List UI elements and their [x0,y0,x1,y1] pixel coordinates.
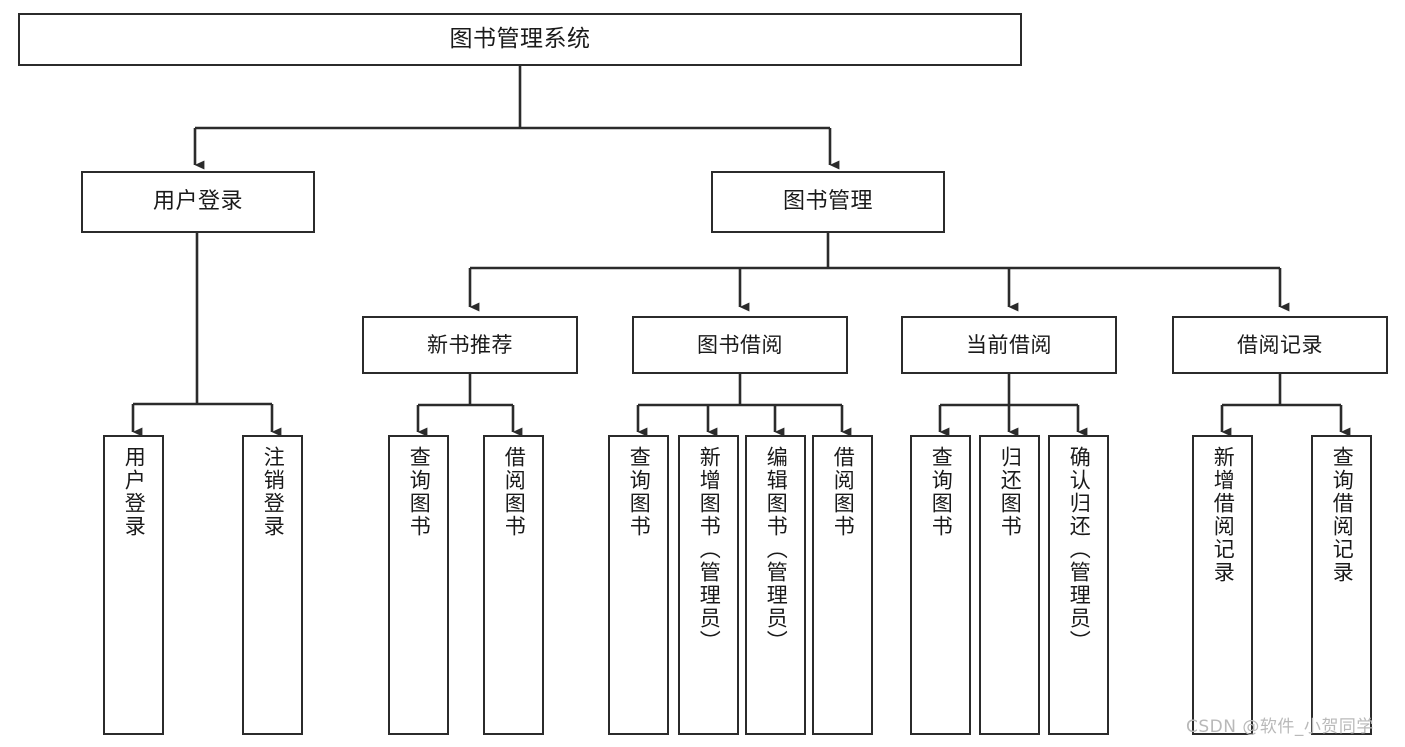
leaf-bb-borrow-books[interactable]: 借阅图书 [812,435,873,735]
leaf-br-query-record[interactable]: 查询借阅记录 [1311,435,1372,735]
node-label: 借阅记录 [1237,332,1323,357]
node-label: 注销登录 [261,446,286,538]
leaf-bb-add-book-admin[interactable]: 新增图书（管理员） [678,435,739,735]
leaf-cb-query-books[interactable]: 查询图书 [910,435,971,735]
node-new-book-recommendation[interactable]: 新书推荐 [362,316,578,374]
node-label: 图书借阅 [697,332,783,357]
node-label: 图书管理系统 [449,25,591,52]
leaf-nb-borrow-books[interactable]: 借阅图书 [483,435,544,735]
node-label: 用户登录 [152,189,243,215]
node-label: 归还图书 [998,446,1023,538]
node-book-management[interactable]: 图书管理 [711,171,945,233]
node-label: 查询图书 [627,446,652,538]
node-label: 查询图书 [929,446,954,538]
leaf-user-login[interactable]: 用户登录 [103,435,164,735]
leaf-bb-query-books[interactable]: 查询图书 [608,435,669,735]
node-root-book-management-system[interactable]: 图书管理系统 [18,13,1022,66]
node-borrowing-record[interactable]: 借阅记录 [1172,316,1388,374]
node-label: 新书推荐 [427,332,513,357]
leaf-logout[interactable]: 注销登录 [242,435,303,735]
leaf-bb-edit-book-admin[interactable]: 编辑图书（管理员） [745,435,806,735]
node-label: 确认归还（管理员） [1067,446,1092,653]
node-label: 当前借阅 [966,332,1052,357]
node-label: 图书管理 [782,189,873,215]
node-user-login[interactable]: 用户登录 [81,171,315,233]
node-label: 新增图书（管理员） [697,446,722,653]
leaf-cb-return-books[interactable]: 归还图书 [979,435,1040,735]
csdn-watermark: CSDN @软件_小贺同学 [1186,717,1374,737]
leaf-nb-query-books[interactable]: 查询图书 [388,435,449,735]
node-label: 编辑图书（管理员） [764,446,789,653]
node-label: 用户登录 [122,446,147,538]
node-current-borrowing[interactable]: 当前借阅 [901,316,1117,374]
node-label: 查询图书 [407,446,432,538]
leaf-cb-confirm-return-admin[interactable]: 确认归还（管理员） [1048,435,1109,735]
node-label: 新增借阅记录 [1211,446,1236,584]
node-label: 查询借阅记录 [1330,446,1355,584]
node-label: 借阅图书 [502,446,527,538]
leaf-br-add-record[interactable]: 新增借阅记录 [1192,435,1253,735]
node-book-borrowing[interactable]: 图书借阅 [632,316,848,374]
node-label: 借阅图书 [831,446,856,538]
